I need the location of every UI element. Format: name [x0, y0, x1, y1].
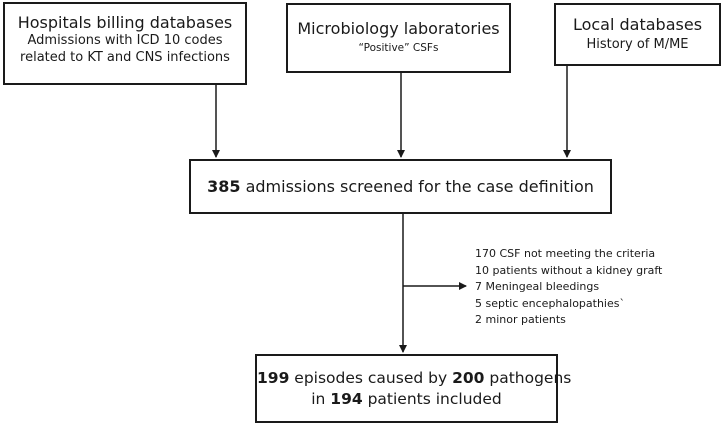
exclusion-item: 170 CSF not meeting the criteria: [475, 247, 656, 260]
exclusion-item: 10 patients without a kidney graft: [475, 263, 663, 277]
microbiology-subtitle: “Positive” CSFs: [358, 42, 439, 54]
patients-text: patients included: [362, 390, 502, 408]
microbiology-box: Microbiology laboratories “Positive” CSF…: [286, 3, 511, 73]
exclusion-item: 2 minor patients: [475, 313, 566, 326]
local-title: Local databases: [572, 15, 703, 34]
exclusion-item: 5 septic encephalopathies`: [475, 296, 625, 310]
local-subtitle: History of M/ME: [586, 37, 689, 52]
microbiology-title: Microbiology laboratories: [297, 19, 500, 38]
episodes-count: 199: [257, 369, 290, 387]
screened-description: admissions screened for the case definit…: [240, 177, 594, 196]
exclusion-list: 170 CSF not meeting the criteria 10 pati…: [475, 246, 725, 329]
screened-count: 385: [207, 177, 241, 196]
hospitals-line-1: Admissions with ICD 10 codes: [27, 33, 223, 48]
episodes-text: episodes caused by: [289, 369, 453, 387]
screened-text: 385 admissions screened for the case def…: [191, 177, 610, 197]
hospitals-line-2: related to KT and CNS infections: [20, 50, 230, 65]
included-line-1: 199 episodes caused by 200 pathogens: [257, 368, 571, 389]
patients-count: 194: [330, 390, 363, 408]
exclusion-item: 7 Meningeal bleedings: [475, 280, 600, 293]
screened-admissions-box: 385 admissions screened for the case def…: [189, 159, 612, 214]
hospitals-billing-box: Hospitals billing databases Admissions w…: [3, 2, 247, 85]
hospitals-title: Hospitals billing databases: [17, 13, 233, 32]
included-line-2: in 194 patients included: [257, 389, 556, 410]
local-databases-box: Local databases History of M/ME: [554, 3, 721, 66]
patients-prefix: in: [311, 390, 331, 408]
included-episodes-box: 199 episodes caused by 200 pathogens in …: [255, 354, 571, 423]
pathogens-count: 200: [452, 369, 485, 387]
pathogens-text: pathogens: [484, 369, 572, 387]
